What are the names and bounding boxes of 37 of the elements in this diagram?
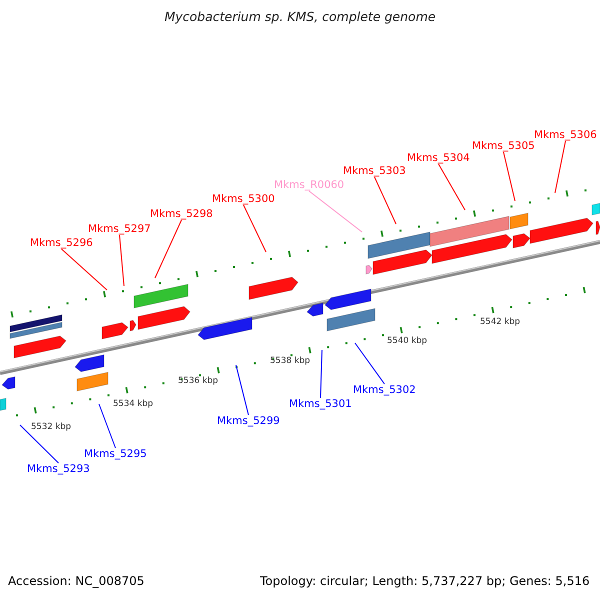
gene-label: Mkms_5305 bbox=[472, 140, 535, 152]
leader-line bbox=[154, 220, 182, 278]
footer-text: Topology: circular; Length: 5,737,227 bp; Genes: 5,516 bbox=[260, 575, 590, 589]
leader-line bbox=[308, 190, 362, 232]
gene-label: Mkms_5301 bbox=[289, 398, 352, 410]
gene-label: Mkms_5297 bbox=[88, 223, 151, 236]
gene-label: Mkms_5293 bbox=[27, 463, 90, 476]
leader-line bbox=[119, 234, 124, 286]
leader-line bbox=[554, 140, 566, 194]
gene-label: Mkms_5298 bbox=[150, 208, 213, 220]
leader-line bbox=[98, 404, 116, 448]
leader-line bbox=[236, 364, 249, 416]
scale-label: 5538 kbp bbox=[270, 357, 310, 367]
gene-label: Mkms_5304 bbox=[407, 152, 470, 164]
leader-line bbox=[20, 424, 59, 464]
leader-line bbox=[243, 204, 266, 252]
gene-label: Mkms_5303 bbox=[343, 165, 406, 178]
leader-line bbox=[354, 342, 385, 384]
gene-label: Mkms_R0060 bbox=[274, 179, 344, 192]
scale-label: 5542 kbp bbox=[480, 318, 520, 328]
leader-line bbox=[438, 164, 466, 210]
gene-label: Mkms_5302 bbox=[353, 384, 416, 396]
gene-label: Mkms_5295 bbox=[84, 448, 147, 460]
leader-line bbox=[374, 176, 396, 224]
diagram-title: Mycobacterium sp. KMS, complete genome bbox=[163, 10, 437, 24]
gene-label: Mkms_5299 bbox=[217, 415, 280, 428]
leader-line bbox=[320, 350, 322, 398]
scale-label: 5534 kbp bbox=[113, 400, 154, 410]
gene-label: Mkms_5296 bbox=[30, 237, 93, 250]
scale-label: 5536 kbp bbox=[178, 377, 218, 387]
scale-label: 5540 kbp bbox=[387, 337, 428, 347]
leader-line bbox=[503, 152, 516, 202]
scale-label: 5532 kbp bbox=[31, 423, 72, 433]
leader-line bbox=[61, 248, 108, 290]
gene-label: Mkms_5300 bbox=[212, 193, 275, 206]
gene-label: Mkms_5306 bbox=[534, 129, 597, 142]
footer-text: Accession: NC_008705 bbox=[8, 575, 144, 589]
